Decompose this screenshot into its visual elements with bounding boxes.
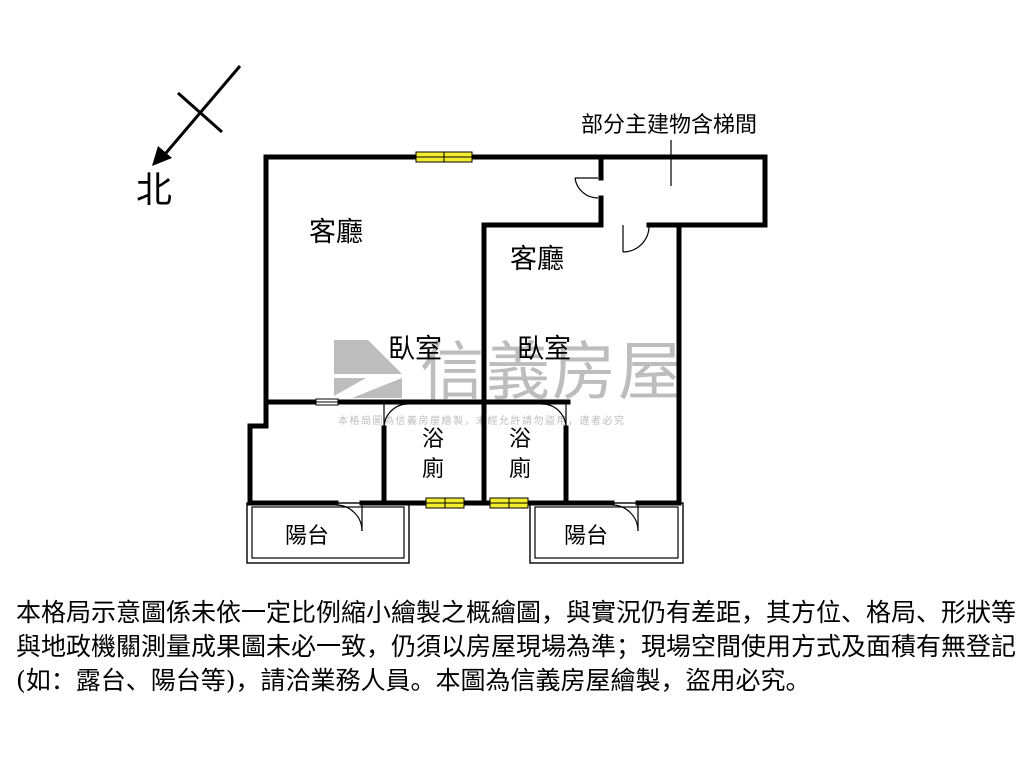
watermark: 信義房屋 本格局圖為信義房屋繪製，未經允許請勿盜用，違者必究 xyxy=(334,336,684,427)
balcony-right-label: 陽台 xyxy=(564,524,608,549)
north-arrow-icon xyxy=(152,65,242,166)
bedroom-right-label: 臥室 xyxy=(517,334,571,365)
bedroom-left-label: 臥室 xyxy=(388,334,442,365)
disclaimer-text: 本格局示意圖係未依一定比例縮小繪製之概繪圖，與實況仍有差距，其方位、格局、形狀等… xyxy=(16,598,1017,695)
bath-left-label-bottom: 廁 xyxy=(422,457,444,482)
compass-label: 北 xyxy=(136,170,172,211)
balcony-left-label: 陽台 xyxy=(285,524,329,549)
floor-plan: 北 部分主建物含梯間 信義房屋 本格局圖為信義房屋繪製，未經允許請勿盜用，違者必… xyxy=(136,65,768,564)
living-room-left-label: 客廳 xyxy=(309,217,363,248)
house-logo-icon xyxy=(334,340,402,398)
door-bath-left xyxy=(383,403,409,429)
door-right-unit xyxy=(622,224,650,253)
window-bath-left xyxy=(425,497,465,509)
window-north xyxy=(415,151,473,163)
watermark-notice: 本格局圖為信義房屋繪製，未經允許請勿盜用，違者必究 xyxy=(338,414,626,427)
bath-left-label-top: 浴 xyxy=(422,427,444,452)
window-bath-right xyxy=(489,497,529,509)
door-bath-right xyxy=(541,403,567,429)
balconies xyxy=(246,502,684,564)
door-balcony-left xyxy=(335,503,363,532)
windows xyxy=(315,151,529,509)
door-stair-entry xyxy=(574,177,599,199)
living-room-right-label: 客廳 xyxy=(510,244,564,275)
watermark-brand: 信義房屋 xyxy=(420,336,684,410)
door-balcony-right xyxy=(611,503,639,532)
bath-right-label-top: 浴 xyxy=(509,427,531,452)
window-bedroom-sliding xyxy=(315,398,339,406)
walls xyxy=(247,154,768,506)
stair-label: 部分主建物含梯間 xyxy=(581,113,757,138)
bath-right-label-bottom: 廁 xyxy=(509,457,531,482)
doors xyxy=(335,177,650,532)
